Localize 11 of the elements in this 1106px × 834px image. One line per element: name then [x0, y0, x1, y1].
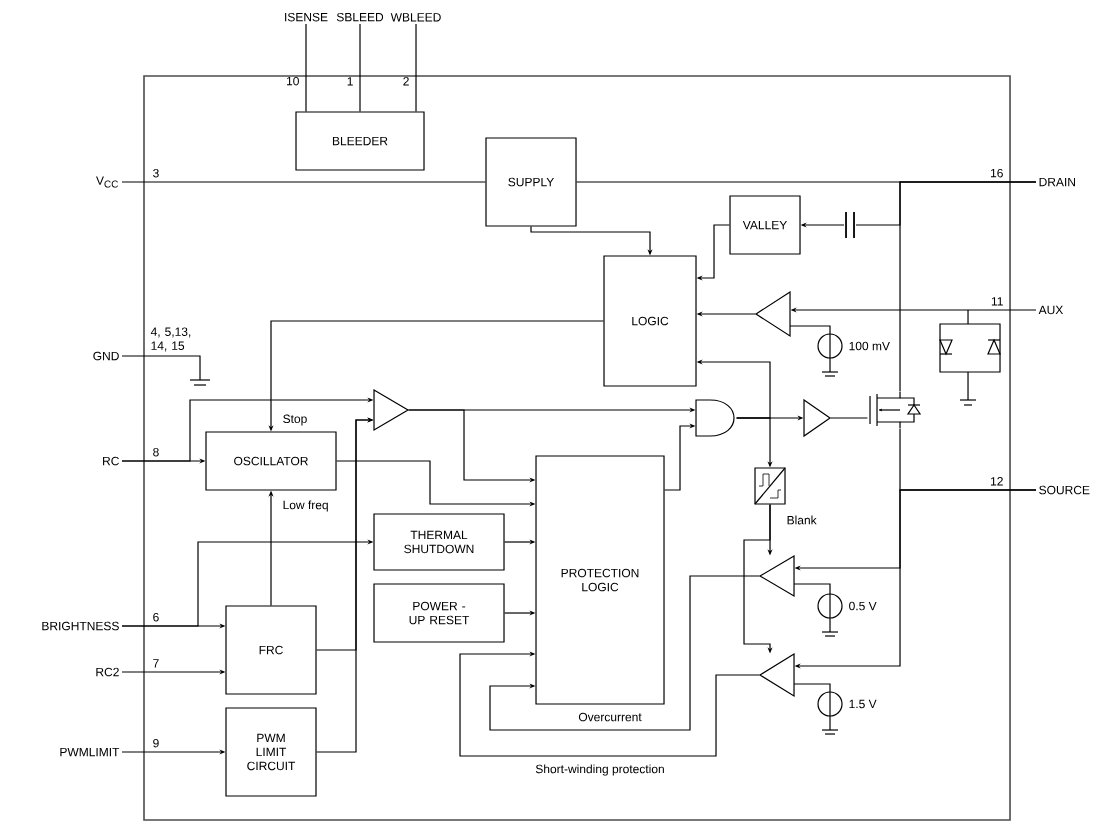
connector — [359, 23, 361, 112]
connector — [459, 651, 760, 757]
and-gate-symbol — [695, 399, 735, 437]
connector — [415, 23, 417, 112]
blanking-timer-symbol — [754, 467, 786, 505]
connector — [489, 575, 760, 731]
mosfet-symbol — [869, 391, 922, 429]
connector — [121, 181, 486, 183]
connector — [830, 417, 868, 419]
connector — [899, 181, 1037, 392]
connector — [305, 23, 307, 112]
